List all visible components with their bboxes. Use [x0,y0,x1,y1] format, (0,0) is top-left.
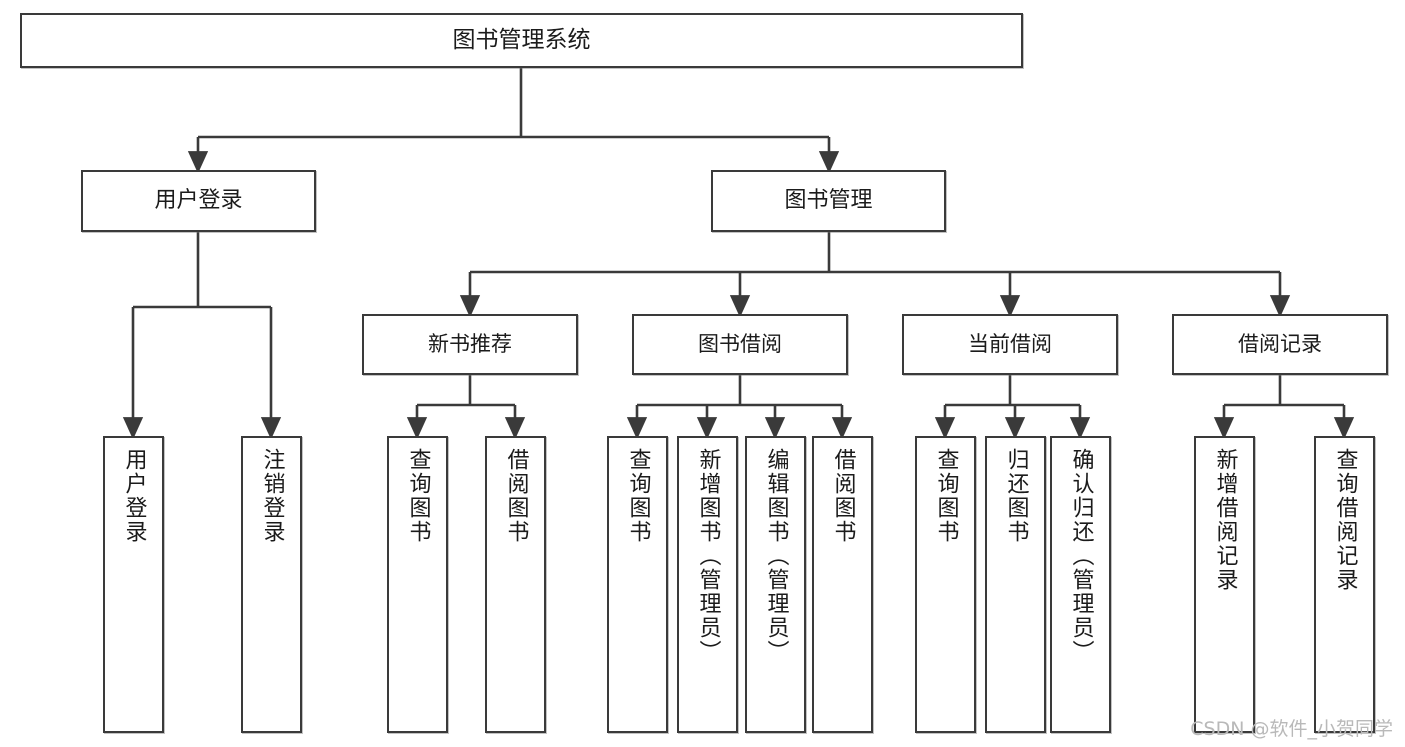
node-label: 用户登录 [121,448,147,544]
leaf-current-borrow-return-book[interactable]: 归还图书 [985,436,1046,733]
leaf-borrow-records-query-record[interactable]: 查询借阅记录 [1314,436,1375,733]
leaf-book-borrow-borrow-book[interactable]: 借阅图书 [812,436,873,733]
leaf-book-borrow-query-book[interactable]: 查询图书 [607,436,668,733]
node-label: 图书管理 [784,188,873,214]
node-label: 归还图书 [1003,448,1029,544]
node-current-borrow[interactable]: 当前借阅 [902,314,1118,375]
node-label: 当前借阅 [968,332,1052,357]
node-label: 查询图书 [405,448,431,544]
leaf-current-borrow-query-book[interactable]: 查询图书 [915,436,976,733]
node-label: 新书推荐 [428,332,512,357]
node-book-management[interactable]: 图书管理 [711,170,946,232]
node-label: 借阅图书 [830,448,856,544]
leaf-book-borrow-add-book-admin[interactable]: 新增图书（管理员） [677,436,738,733]
node-new-book-recommend[interactable]: 新书推荐 [362,314,578,375]
leaf-new-book-borrow-book[interactable]: 借阅图书 [485,436,546,733]
node-book-borrow[interactable]: 图书借阅 [632,314,848,375]
node-root-book-management-system[interactable]: 图书管理系统 [20,13,1023,68]
node-user-login[interactable]: 用户登录 [81,170,316,232]
node-label: 查询图书 [933,448,959,544]
node-label: 用户登录 [154,188,243,214]
node-label: 新增图书（管理员） [695,448,721,664]
node-label: 新增借阅记录 [1212,448,1238,592]
leaf-book-borrow-edit-book-admin[interactable]: 编辑图书（管理员） [745,436,806,733]
node-label: 查询借阅记录 [1332,448,1358,592]
node-label: 确认归还（管理员） [1068,448,1094,664]
leaf-user-login-logout[interactable]: 注销登录 [241,436,302,733]
leaf-borrow-records-add-record[interactable]: 新增借阅记录 [1194,436,1255,733]
node-label: 图书管理系统 [452,26,591,53]
node-label: 查询图书 [625,448,651,544]
node-label: 注销登录 [259,448,285,544]
node-borrow-records[interactable]: 借阅记录 [1172,314,1388,375]
node-label: 图书借阅 [698,332,782,357]
node-label: 借阅记录 [1238,332,1322,357]
node-label: 借阅图书 [503,448,529,544]
leaf-user-login-login[interactable]: 用户登录 [103,436,164,733]
node-label: 编辑图书（管理员） [763,448,789,664]
leaf-new-book-query-book[interactable]: 查询图书 [387,436,448,733]
watermark: CSDN @软件_小贺同学 [1190,718,1393,740]
leaf-current-borrow-confirm-return-admin[interactable]: 确认归还（管理员） [1050,436,1111,733]
